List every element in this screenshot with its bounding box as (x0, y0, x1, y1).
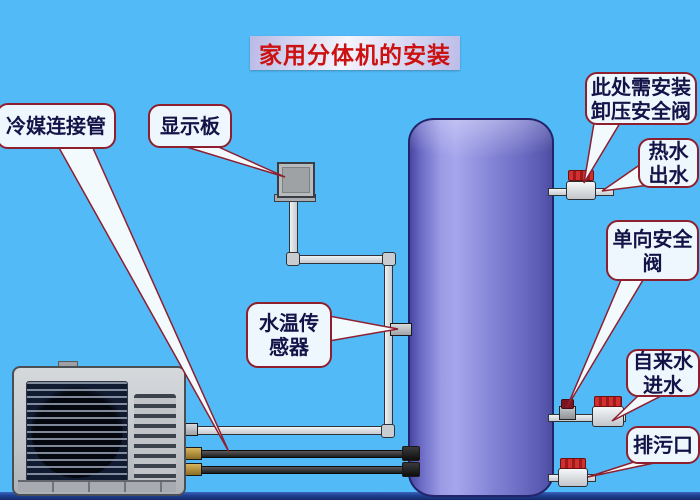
tap-water-pipe (548, 414, 626, 422)
pipe-elbow (286, 252, 300, 266)
pressure-relief-callout-tail (583, 122, 622, 184)
callout-display-board: 显示板 (148, 104, 232, 148)
refrigerant-pipe-callout-tail (56, 145, 230, 453)
fan-grille (26, 381, 128, 482)
callout-hot-water-out: 热水 出水 (638, 138, 699, 188)
tank-refrigerant-coupler (402, 446, 420, 461)
outdoor-unit (12, 366, 186, 496)
valve-handle-icon (568, 170, 594, 181)
display-board-unit (277, 162, 315, 198)
valve-handle-icon (594, 396, 622, 407)
page-title: 家用分体机的安装 (250, 36, 460, 70)
tank-refrigerant-coupler (402, 462, 420, 477)
valve-handle-icon (560, 458, 586, 469)
vent-slats (134, 394, 176, 480)
pressure-relief-valve (566, 181, 596, 200)
pipe-elbow (381, 424, 395, 438)
display-board-callout-tail (179, 144, 286, 178)
display-screen (282, 167, 310, 193)
water-tank (408, 118, 554, 497)
callout-drain-outlet: 排污口 (626, 426, 700, 464)
callout-tap-water-in: 自来水 进水 (626, 349, 700, 397)
callout-refrigerant-pipe: 冷媒连接管 (0, 103, 116, 149)
callout-pressure-relief: 此处需安装 卸压安全阀 (585, 72, 697, 125)
pipe-elbow (382, 252, 396, 266)
callout-one-way-valve: 单向安全 阀 (606, 220, 699, 281)
water-temp-sensor-callout-tail (328, 315, 399, 342)
ground-strip (0, 492, 700, 500)
tap-water-callout-tail (611, 394, 664, 422)
callout-water-temp-sensor: 水温传 感器 (246, 302, 332, 368)
unit-base (18, 480, 176, 492)
